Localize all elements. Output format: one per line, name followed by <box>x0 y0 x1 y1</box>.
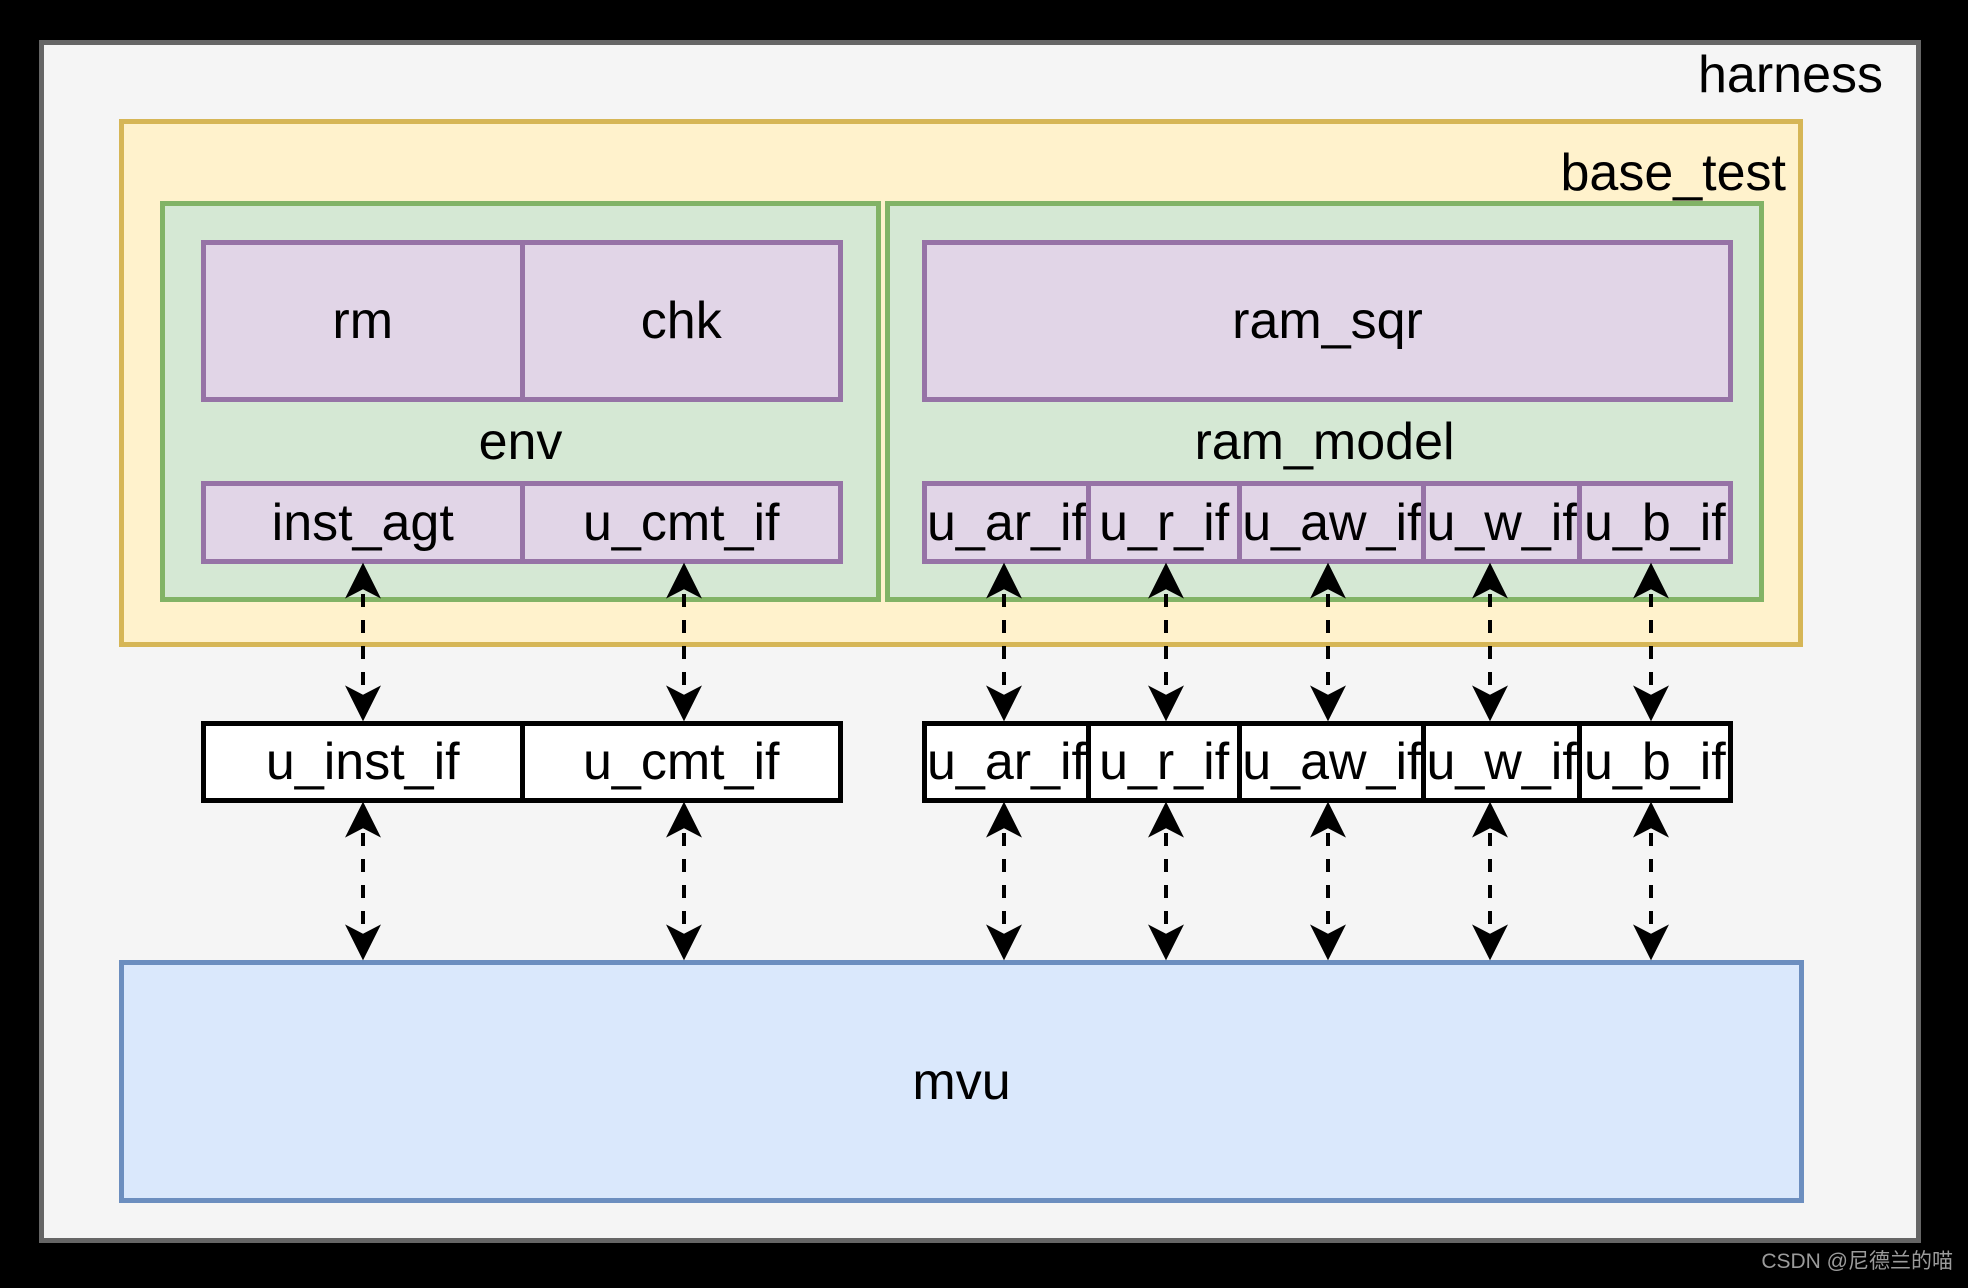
u-ar-if-block: u_ar_if <box>922 481 1091 564</box>
u-inst-if-interface: u_inst_if <box>201 721 525 803</box>
u-w-if-interface: u_w_if <box>1421 721 1582 803</box>
ram-interfaces-row: u_ar_if u_r_if u_aw_if u_w_if u_b_if <box>922 481 1734 564</box>
base-test-label: base_test <box>1560 144 1787 202</box>
u-cmt-if-block: u_cmt_if <box>519 481 843 564</box>
u-cmt-if-interface: u_cmt_if <box>519 721 843 803</box>
mvu-label: mvu <box>912 1052 1011 1111</box>
u-w-if-block: u_w_if <box>1421 481 1582 564</box>
env-components-row: rm chk <box>201 240 843 402</box>
inst-agt-block: inst_agt <box>201 481 525 564</box>
u-ar-if-interface: u_ar_if <box>922 721 1091 803</box>
mvu-block: mvu <box>119 960 1804 1203</box>
env-label: env <box>478 413 563 471</box>
ram-sqr-block: ram_sqr <box>922 240 1733 402</box>
dut-interfaces-right-row: u_ar_if u_r_if u_aw_if u_w_if u_b_if <box>922 721 1734 803</box>
u-aw-if-interface: u_aw_if <box>1237 721 1427 803</box>
ram-model-label: ram_model <box>1194 413 1455 471</box>
harness-label: harness <box>1698 46 1883 104</box>
u-aw-if-block: u_aw_if <box>1237 481 1427 564</box>
rm-block: rm <box>201 240 525 402</box>
u-r-if-block: u_r_if <box>1086 481 1243 564</box>
csdn-watermark: CSDN @尼德兰的喵 <box>1761 1250 1953 1273</box>
ram-components-row: ram_sqr <box>922 240 1733 402</box>
u-b-if-block: u_b_if <box>1576 481 1734 564</box>
u-r-if-interface: u_r_if <box>1086 721 1243 803</box>
dut-interfaces-left-row: u_inst_if u_cmt_if <box>201 721 843 803</box>
chk-block: chk <box>519 240 843 402</box>
env-interfaces-row: inst_agt u_cmt_if <box>201 481 843 564</box>
u-b-if-interface: u_b_if <box>1576 721 1734 803</box>
